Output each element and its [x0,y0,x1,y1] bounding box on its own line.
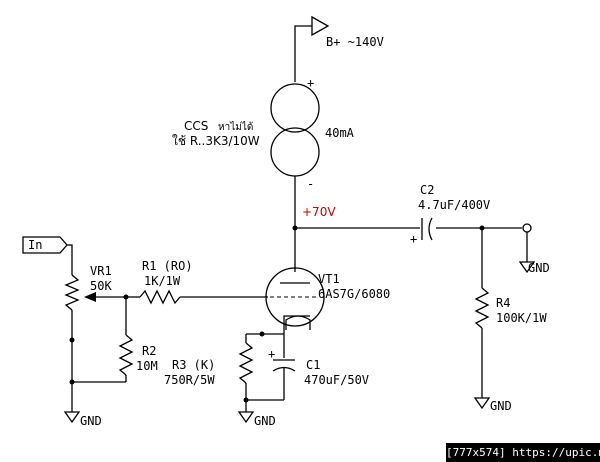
resistor-r4 [473,225,491,410]
c2-label: C2 [420,183,434,197]
c1-plus-sign: + [268,347,275,361]
c1-value: 470uF/50V [304,373,369,387]
r2-value: 10M [136,359,158,373]
ccs-label: CCS [184,119,208,133]
r1-value: 1K/1W [144,274,181,288]
input-flag [22,236,73,256]
watermark-banner: [777x574] https://upic.me/ [446,443,600,462]
ccs-current: 40mA [325,126,355,140]
resistor-r2 [69,297,134,385]
c1-label: C1 [306,358,320,372]
voltage-70v: +70V [302,205,336,219]
c2-value: 4.7uF/400V [418,198,490,212]
b-plus-label: B+ ~140V [326,35,384,49]
r3-value: 750R/5W [164,373,215,387]
ccs-symbol [270,83,320,228]
plate-output-wire [292,225,522,272]
vr1-label: VR1 [90,264,112,278]
r1-label: R1 (RO) [142,259,193,273]
ccs-minus-sign: - [307,177,314,191]
resistor-r1 [123,289,268,305]
r4-value: 100K/1W [496,311,547,325]
vr1-value: 50K [90,279,112,293]
gnd-label-output: GND [528,261,550,275]
vt1-value: 6AS7G/6080 [318,287,390,301]
gnd-label-vr1: GND [80,414,102,428]
potentiometer-vr1 [63,256,126,424]
ccs-note: หาไม่ได้ [218,121,253,133]
input-label: In [28,238,42,252]
r4-label: R4 [496,296,510,310]
vt1-label: VT1 [318,272,340,286]
gnd-label-cathode: GND [254,414,276,428]
r3-label: R3 (K) [172,358,215,372]
c2-plus-sign: + [410,232,417,246]
gnd-label-r4: GND [490,399,512,413]
b-plus-flag [294,15,330,82]
ccs-plus-sign: + [307,76,314,90]
triode-vt1 [265,267,325,330]
cathode-network [237,324,296,424]
ccs-alternative: ใช้ R..3K3/10W [172,134,260,148]
r2-label: R2 [142,344,156,358]
capacitor-c2 [421,217,433,241]
output-terminal [518,223,536,274]
